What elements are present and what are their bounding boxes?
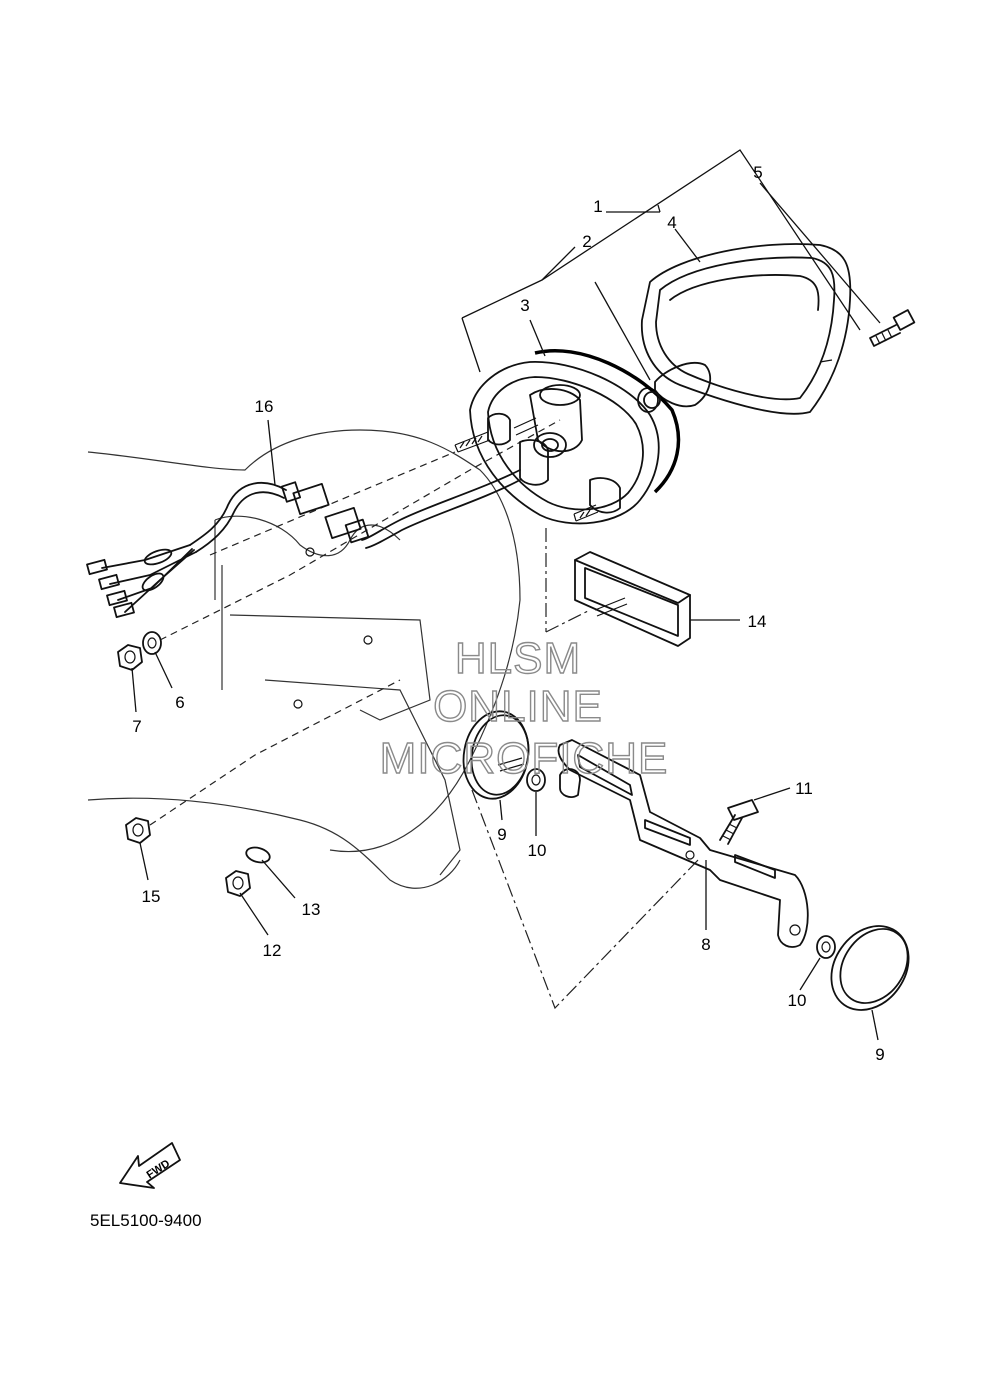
watermark-line-3: MICROFICHE xyxy=(380,734,669,783)
washer-6 xyxy=(142,631,162,655)
watermark: HLSM ONLINE MICROFICHE xyxy=(379,633,669,783)
fwd-label: FWD xyxy=(145,1158,173,1182)
license-reflector xyxy=(574,551,691,647)
callout-13: 13 xyxy=(302,900,321,919)
lens-screw xyxy=(869,309,916,347)
tail-light-housing xyxy=(454,348,681,525)
nut-12 xyxy=(225,870,251,897)
washer-10-left xyxy=(526,768,546,792)
callout-2: 2 xyxy=(582,232,591,251)
callout-10-right: 10 xyxy=(788,991,807,1010)
reflector-left xyxy=(462,710,530,800)
washer-13 xyxy=(245,846,271,864)
callout-10-left: 10 xyxy=(528,841,547,860)
callout-9-left: 9 xyxy=(497,825,506,844)
callout-3: 3 xyxy=(520,296,529,315)
rear-fender-outline xyxy=(87,429,521,889)
diagram-code: 5EL5100-9400 xyxy=(90,1211,202,1230)
leader-lines xyxy=(131,149,881,1041)
watermark-line-1: HLSM xyxy=(455,634,581,683)
callout-15: 15 xyxy=(142,887,161,906)
callout-16: 16 xyxy=(255,397,274,416)
watermark-line-2: ONLINE xyxy=(433,682,603,731)
wire-harness xyxy=(86,469,521,619)
callout-7: 7 xyxy=(132,717,141,736)
callout-12: 12 xyxy=(263,941,282,960)
callout-8: 8 xyxy=(701,935,710,954)
callout-9-right: 9 xyxy=(875,1045,884,1064)
callout-11: 11 xyxy=(795,779,813,798)
callouts: 1 2 3 4 5 6 7 8 9 9 10 10 11 12 13 14 15… xyxy=(132,163,884,1064)
callout-4: 4 xyxy=(667,213,676,232)
washer-10-right xyxy=(816,935,836,959)
nut-7 xyxy=(117,644,143,671)
callout-14: 14 xyxy=(748,612,767,631)
assembly-dashed-lines xyxy=(149,419,701,1010)
tail-lens xyxy=(641,243,852,415)
nut-15 xyxy=(125,817,151,844)
callout-6: 6 xyxy=(175,693,184,712)
callout-5: 5 xyxy=(753,163,762,182)
reflector-bracket xyxy=(557,739,809,948)
bracket-bolt xyxy=(719,799,759,845)
callout-1: 1 xyxy=(593,197,602,216)
reflector-right xyxy=(830,925,910,1011)
fwd-arrow: FWD xyxy=(119,1142,181,1189)
